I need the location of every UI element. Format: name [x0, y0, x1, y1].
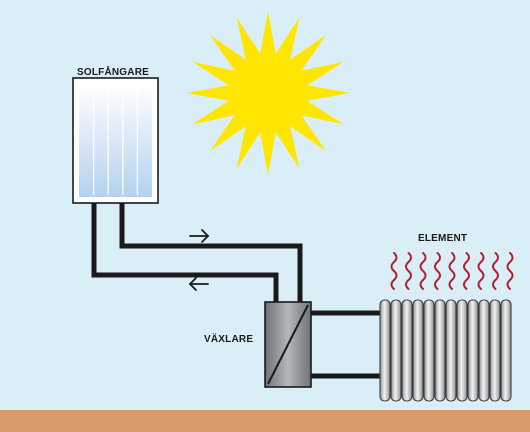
- heat-wave: [477, 252, 485, 290]
- heat-wave: [419, 252, 427, 290]
- radiator-fin: [379, 299, 391, 402]
- radiator-fin: [456, 299, 468, 402]
- radiator-fin: [401, 299, 413, 402]
- sun-icon: [186, 11, 350, 175]
- radiator-fin: [478, 299, 490, 402]
- heat-wave: [434, 252, 441, 290]
- pipes: [91, 201, 380, 379]
- heat-wave: [405, 252, 412, 290]
- radiator-fin: [412, 299, 424, 402]
- radiator-fin: [489, 299, 501, 402]
- heat-wave: [448, 252, 456, 290]
- heat-wave: [492, 252, 499, 290]
- radiator-fin: [423, 299, 435, 402]
- heat-wave: [463, 252, 470, 290]
- ground: [0, 410, 530, 432]
- radiator: [379, 299, 512, 402]
- heat-waves-icon: [390, 252, 514, 290]
- heat-wave: [506, 252, 514, 290]
- pipe-supply: [119, 201, 303, 305]
- radiator-fin: [467, 299, 479, 402]
- arrow-left-icon: [188, 277, 209, 291]
- heat-exchanger: [264, 301, 312, 388]
- radiator-fin: [434, 299, 446, 402]
- radiator-fin: [445, 299, 457, 402]
- solar-collector: [72, 77, 159, 204]
- heat-wave: [390, 252, 398, 290]
- radiator-fin: [500, 299, 512, 402]
- radiator-label: ELEMENT: [418, 233, 468, 244]
- collector-label: SOLFÅNGARE: [77, 67, 149, 78]
- exchanger-label: VÄXLARE: [204, 334, 254, 345]
- pipe-return: [91, 201, 279, 305]
- radiator-fin: [390, 299, 402, 402]
- arrow-right-icon: [189, 229, 210, 243]
